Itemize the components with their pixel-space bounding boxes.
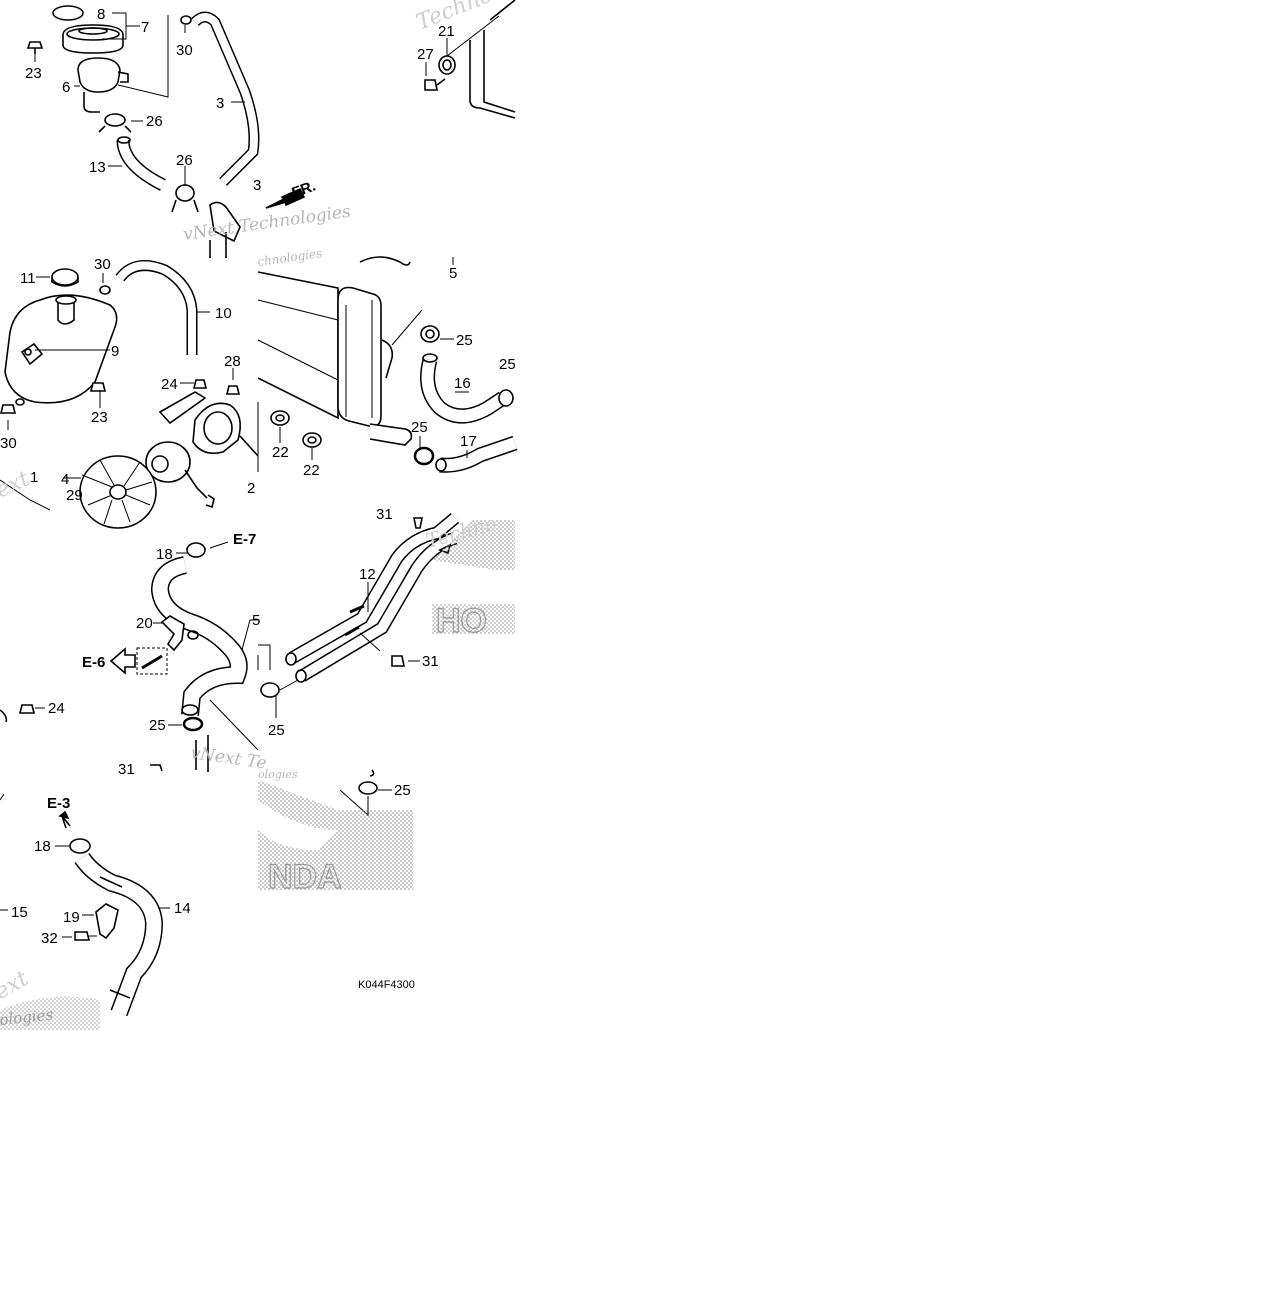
part-callout: 4 <box>61 471 69 488</box>
radiator-cap-part <box>62 24 124 54</box>
part-callout: 18 <box>156 546 173 563</box>
forward-arrow-icon <box>265 187 306 209</box>
part-callout: 15 <box>11 904 28 921</box>
grommet-part <box>438 55 456 75</box>
radiator-side-part <box>469 40 516 119</box>
part-callout: 25 <box>499 356 516 373</box>
ref-arrow-up-icon <box>61 815 71 829</box>
callout-labels: 8 7 30 23 6 3 26 13 26 21 27 11 30 10 9 … <box>0 6 516 947</box>
part-callout: 26 <box>146 113 163 130</box>
part-callout: 31 <box>422 653 439 670</box>
part-callout: 26 <box>176 152 193 169</box>
part-callout: 25 <box>411 419 428 436</box>
figure-code: K044F4300 <box>358 979 415 991</box>
watermark-text: chnologies <box>256 246 323 269</box>
part-callout: 25 <box>394 782 411 799</box>
cap-seal-part <box>52 5 84 21</box>
ref-arrow-left-icon <box>109 647 136 675</box>
part-callout: 31 <box>118 761 135 778</box>
hose-clamp-part <box>95 903 119 940</box>
part-callout: 19 <box>63 909 80 926</box>
part-callout: 27 <box>417 46 434 63</box>
part-callout: 20 <box>136 615 153 632</box>
part-callout: 16 <box>454 375 471 392</box>
part-callout: 13 <box>89 159 106 176</box>
part-callout: 9 <box>111 343 119 360</box>
part-callout: 5 <box>252 612 260 629</box>
part-callout: 22 <box>303 462 320 479</box>
part-callout: 1 <box>30 469 38 486</box>
part-callout: 6 <box>62 79 70 96</box>
grommet-part <box>270 410 290 426</box>
tank-cap-part <box>51 268 79 286</box>
watermark-text: ologies <box>0 1005 54 1029</box>
tile-radiator <box>257 256 518 473</box>
tile-honda-clamp <box>339 769 392 816</box>
filler-neck-part <box>77 57 121 93</box>
watermark-text: ext <box>0 466 34 503</box>
radiator-core-part <box>257 271 339 420</box>
reserve-tank-part <box>4 294 118 404</box>
tile-reserve-tank <box>0 260 259 529</box>
part-callout: 2 <box>247 480 255 497</box>
hose-clamp-part <box>160 615 185 652</box>
part-callout: 25 <box>149 717 166 734</box>
part-callout: 12 <box>359 566 376 583</box>
part-callout: 23 <box>25 65 42 82</box>
tile-water-hose <box>0 541 259 772</box>
part-callout: 22 <box>272 444 289 461</box>
part-callout: 14 <box>174 900 191 917</box>
part-callout: 8 <box>97 6 105 23</box>
part-callout: 29 <box>66 487 83 504</box>
part-callout: 28 <box>224 353 241 370</box>
part-callout: 7 <box>141 19 149 36</box>
fan-shroud-part <box>192 402 241 455</box>
part-callout: 30 <box>0 435 17 452</box>
hose-clamp-part <box>186 542 206 558</box>
part-callout: 23 <box>91 409 108 426</box>
brand-watermark-text: HO <box>436 602 487 640</box>
part-callout: 31 <box>376 506 393 523</box>
hose-clamp-part <box>420 325 440 343</box>
tile-radiator-cap <box>26 5 306 258</box>
tile-water-pipe <box>257 513 460 718</box>
brand-watermark-text: NDA <box>268 858 342 896</box>
section-ref-label: E-6 <box>82 654 105 671</box>
cooling-fan-part <box>79 455 157 529</box>
part-callout: 11 <box>20 270 36 287</box>
part-callout: 30 <box>176 42 193 59</box>
bolt-part <box>26 41 44 49</box>
part-callout: 24 <box>161 376 178 393</box>
part-callout: 5 <box>449 265 457 282</box>
section-ref-label: E-3 <box>47 795 70 812</box>
part-callout: 3 <box>253 177 261 194</box>
part-callout: 21 <box>438 23 455 40</box>
part-callout: 10 <box>215 305 232 322</box>
watermark-text: ologies <box>258 768 298 781</box>
hose-clamp-part <box>69 838 91 854</box>
part-callout: 24 <box>48 700 65 717</box>
tile-bypass-hose <box>0 793 170 1017</box>
grommet-part <box>302 432 322 448</box>
part-callout: 3 <box>216 95 224 112</box>
brand-watermark <box>0 520 515 1030</box>
watermark-text: ext <box>0 966 33 1005</box>
part-callout: 25 <box>268 722 285 739</box>
part-callout: 17 <box>460 433 477 450</box>
part-callout: 18 <box>34 838 51 855</box>
ref-arrow-right-icon <box>209 541 229 549</box>
part-callout: 25 <box>456 332 473 349</box>
part-callout: 32 <box>41 930 58 947</box>
tile-radiator-grommet <box>424 0 516 119</box>
direction-label: FR. <box>290 178 319 202</box>
part-callout: 30 <box>94 256 111 273</box>
radiator-tank-part <box>337 286 382 428</box>
section-ref-label: E-7 <box>233 531 256 548</box>
